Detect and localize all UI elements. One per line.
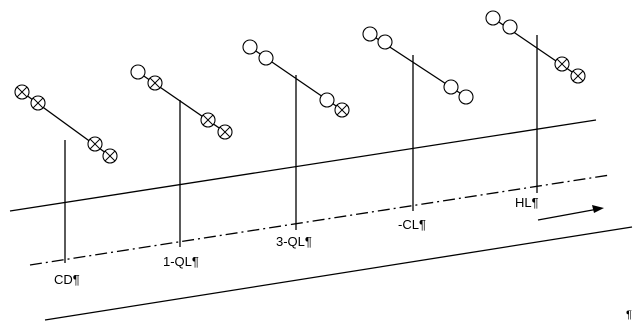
road-edge-top [9, 119, 597, 212]
pole-hl: HL¶ [485, 10, 586, 210]
pole-label: 1-QL¶ [163, 254, 199, 269]
road-edge-bottom [44, 226, 633, 321]
lamp-icon [377, 34, 393, 50]
pole-label: 3-QL¶ [276, 234, 312, 249]
lamp-icon [242, 39, 258, 55]
pole-label: -CL¶ [398, 217, 426, 232]
pole-label: CD¶ [54, 272, 80, 287]
road-centerline [29, 174, 611, 266]
pole-cl: -CL¶ [362, 26, 474, 232]
lamp-icon [458, 89, 474, 105]
direction-arrow [537, 205, 604, 221]
lamp-icon [258, 50, 274, 66]
lamp-icon [362, 26, 378, 42]
lamp-icon [485, 10, 501, 26]
pole-label: HL¶ [515, 195, 539, 210]
lamp-icon [130, 64, 146, 80]
lamp-icon [443, 79, 459, 95]
pole-cd: CD¶ [14, 84, 118, 287]
pole-1-ql: 1-QL¶ [130, 64, 233, 269]
lamp-icon [502, 19, 518, 35]
pole-3-ql: 3-QL¶ [242, 39, 350, 249]
lamp-crossed-icon [14, 84, 118, 164]
paragraph-mark: ¶ [626, 309, 632, 321]
lamp-icon [319, 92, 335, 108]
